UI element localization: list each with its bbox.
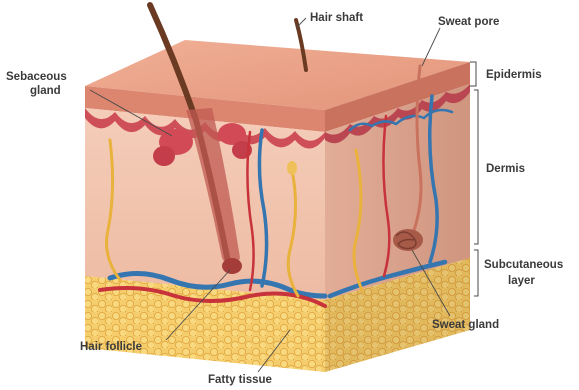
label-hair-follicle: Hair follicle bbox=[80, 341, 142, 353]
label-dermis: Dermis bbox=[486, 163, 525, 175]
sweat-gland-coil bbox=[393, 229, 423, 251]
epidermis-bracket bbox=[470, 62, 476, 86]
dermis-bracket bbox=[474, 90, 478, 244]
label-sebaceous-gland-1: Sebaceous bbox=[6, 71, 67, 83]
label-sweat-pore: Sweat pore bbox=[438, 16, 499, 28]
nerve-ending bbox=[287, 161, 297, 175]
label-subcutaneous-1: Subcutaneous bbox=[484, 259, 563, 271]
label-sebaceous-gland-2: gland bbox=[30, 85, 61, 97]
label-subcutaneous-2: layer bbox=[508, 275, 535, 287]
label-epidermis: Epidermis bbox=[486, 69, 542, 81]
label-hair-shaft: Hair shaft bbox=[310, 12, 363, 24]
label-fatty-tissue: Fatty tissue bbox=[208, 374, 272, 386]
subcutaneous-bracket bbox=[474, 250, 478, 296]
label-sweat-gland: Sweat gland bbox=[432, 319, 499, 331]
hair-bulb bbox=[222, 258, 242, 274]
